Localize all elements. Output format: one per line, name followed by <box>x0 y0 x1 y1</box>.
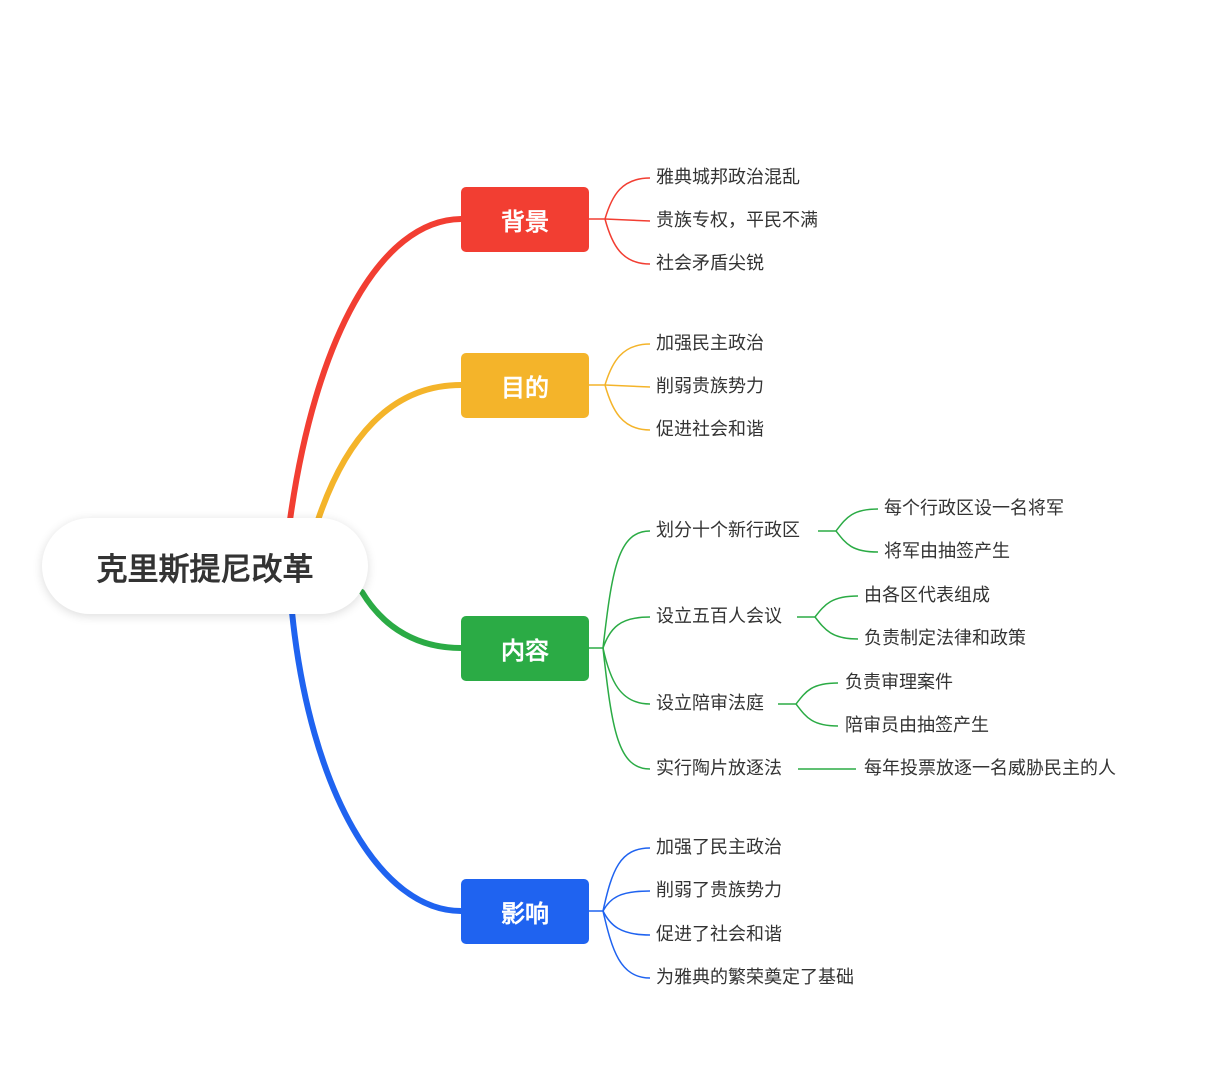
leaf-purpose-3[interactable]: 促进社会和谐 <box>656 419 764 440</box>
connector-root-purpose <box>315 382 464 523</box>
connector-content-3a <box>778 682 839 705</box>
connector-purpose-3 <box>604 384 651 431</box>
content-child-council-2[interactable]: 负责制定法律和政策 <box>864 628 1026 649</box>
branch-impact[interactable]: 影响 <box>461 879 589 944</box>
connector-impact-3 <box>602 910 651 936</box>
leaf-impact-4[interactable]: 为雅典的繁荣奠定了基础 <box>656 967 854 988</box>
connector-content-4 <box>602 647 651 770</box>
content-item-court[interactable]: 设立陪审法庭 <box>656 693 764 714</box>
content-child-court-1[interactable]: 负责审理案件 <box>845 672 953 693</box>
connector-content-1 <box>589 530 651 649</box>
content-child-districts-2[interactable]: 将军由抽签产生 <box>884 541 1010 562</box>
leaf-impact-2[interactable]: 削弱了贵族势力 <box>656 880 782 901</box>
leaf-impact-3[interactable]: 促进了社会和谐 <box>656 924 782 945</box>
content-item-ostracism[interactable]: 实行陶片放逐法 <box>656 758 782 779</box>
connector-content-1a <box>818 508 879 532</box>
branch-background[interactable]: 背景 <box>461 187 589 252</box>
connector-content-1b <box>835 530 879 553</box>
leaf-purpose-2[interactable]: 削弱贵族势力 <box>656 376 764 397</box>
content-item-districts[interactable]: 划分十个新行政区 <box>656 520 800 541</box>
connector-content-3 <box>602 647 651 705</box>
connector-purpose-1 <box>589 343 651 386</box>
connector-content-2b <box>814 616 859 640</box>
content-child-ostracism-1[interactable]: 每年投票放逐一名威胁民主的人 <box>864 758 1116 779</box>
connector-background-2 <box>604 218 651 222</box>
connector-purpose-2 <box>604 384 651 388</box>
connector-content-2 <box>602 616 651 649</box>
leaf-background-1[interactable]: 雅典城邦政治混乱 <box>656 167 800 188</box>
connector-impact-4 <box>602 910 651 979</box>
leaf-background-3[interactable]: 社会矛盾尖锐 <box>656 253 764 274</box>
connector-background-3 <box>604 218 651 265</box>
branch-content[interactable]: 内容 <box>461 616 589 681</box>
connector-root-background <box>287 216 464 523</box>
connector-impact-2 <box>602 890 651 912</box>
leaf-impact-1[interactable]: 加强了民主政治 <box>656 837 782 858</box>
content-child-court-2[interactable]: 陪审员由抽签产生 <box>845 715 989 736</box>
leaf-background-2[interactable]: 贵族专权，平民不满 <box>656 210 818 231</box>
connector-impact-1 <box>589 847 651 912</box>
branch-purpose[interactable]: 目的 <box>461 353 589 418</box>
connector-root-impact <box>289 609 464 914</box>
content-item-council[interactable]: 设立五百人会议 <box>656 606 782 627</box>
connector-content-2a <box>797 595 859 618</box>
content-child-council-1[interactable]: 由各区代表组成 <box>864 585 990 606</box>
leaf-purpose-1[interactable]: 加强民主政治 <box>656 333 764 354</box>
root-topic[interactable]: 克里斯提尼改革 <box>42 518 368 614</box>
content-child-districts-1[interactable]: 每个行政区设一名将军 <box>884 498 1064 519</box>
connector-content-3b <box>795 703 839 727</box>
connector-background-1 <box>589 177 651 220</box>
connector-root-content <box>359 589 464 651</box>
